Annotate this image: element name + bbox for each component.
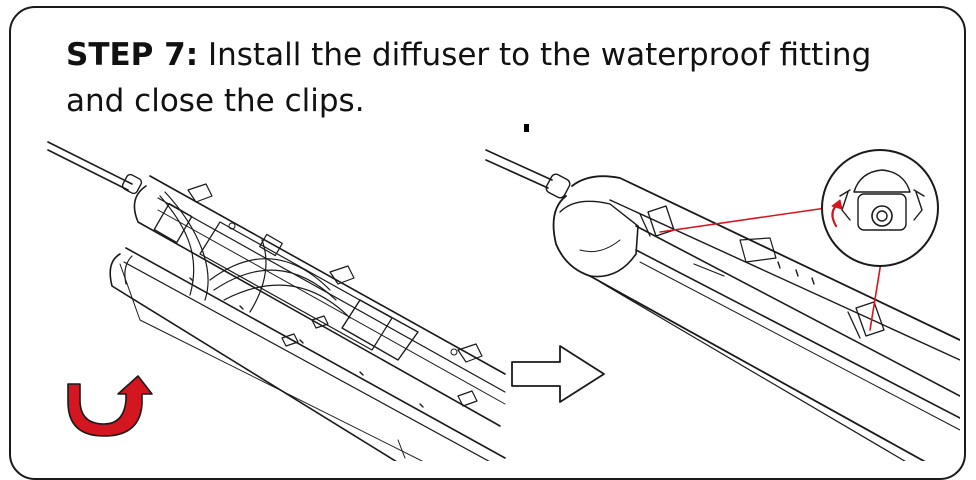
step-instruction: STEP 7: Install the diffuser to the wate… — [66, 32, 886, 124]
closed-fitting-illustration — [485, 149, 960, 461]
open-fitting-illustration — [47, 141, 506, 461]
stray-dot — [524, 124, 529, 132]
step-label: STEP 7: — [66, 37, 199, 73]
instruction-card — [9, 6, 966, 480]
rotate-arrow-icon — [67, 375, 153, 437]
next-step-arrow-icon — [511, 345, 605, 403]
clip-detail-magnifier — [659, 149, 939, 331]
step-text: Install the diffuser to the waterproof f… — [66, 37, 872, 119]
illustration — [47, 141, 960, 461]
